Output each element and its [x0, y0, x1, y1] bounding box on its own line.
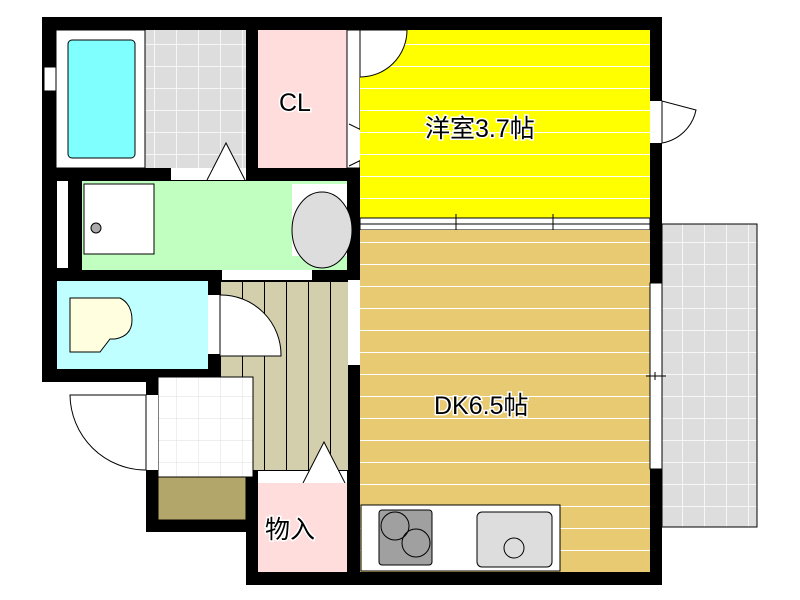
- washroom-window: [57, 181, 68, 268]
- entrance-door[interactable]: [69, 394, 147, 471]
- storage: [258, 483, 347, 572]
- entrance-step: [157, 476, 247, 521]
- stove: [378, 509, 433, 566]
- balcony: [661, 223, 758, 528]
- window-swing[interactable]: [661, 100, 697, 144]
- window-latch: [646, 372, 666, 380]
- drain-icon: [503, 537, 525, 559]
- burner-icon: [380, 511, 410, 541]
- dk-label: DK6.5帖: [434, 392, 528, 420]
- toilet-icon: [69, 297, 133, 353]
- folding-door-icon: [206, 141, 246, 181]
- toilet-door-redraw: [219, 294, 282, 357]
- storage-folding-door-icon: [302, 440, 346, 484]
- bathroom-window: [43, 66, 57, 92]
- washroom-door[interactable]: [222, 270, 312, 280]
- closet: [258, 30, 347, 168]
- sink: [476, 511, 553, 568]
- western-room-label: 洋室3.7帖: [425, 115, 535, 143]
- western-room-window-frame: [650, 101, 662, 143]
- entrance-floor: [157, 376, 254, 478]
- washbasin-icon: [291, 191, 353, 269]
- washing-machine-pan: [83, 183, 155, 255]
- bathtub-water: [67, 39, 136, 159]
- western-room: [360, 30, 650, 218]
- hallway-wall-opening: [348, 280, 360, 365]
- entrance-door-frame: [146, 395, 158, 470]
- bathroom-floor: [145, 30, 246, 168]
- drain-icon: [90, 222, 102, 234]
- western-room-door[interactable]: [359, 29, 408, 78]
- storage-label: 物入: [265, 516, 315, 544]
- burner-icon: [401, 528, 431, 558]
- closet-label: CL: [279, 89, 311, 117]
- toilet-door-frame: [208, 295, 220, 354]
